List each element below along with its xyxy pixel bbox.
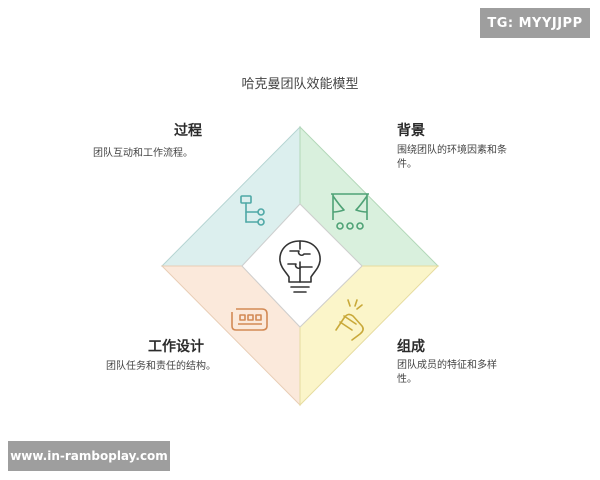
watermark-top: TG: MYYJJPP — [480, 8, 590, 38]
desc-background: 围绕团队的环境因素和条件。 — [397, 145, 507, 170]
heading-work-design: 工作设计 — [148, 339, 204, 355]
heading-composition: 组成 — [397, 339, 425, 355]
desc-process: 团队互动和工作流程。 — [93, 148, 193, 159]
flowchart-icon — [240, 195, 265, 226]
hands-icon — [335, 299, 364, 341]
conveyor-icon — [231, 308, 268, 331]
heading-background: 背景 — [397, 123, 425, 139]
stage-curtain-icon — [331, 193, 369, 230]
desc-work-design: 团队任务和责任的结构。 — [106, 361, 216, 372]
lightbulb-puzzle-icon — [279, 240, 321, 293]
watermark-bottom: www.in-ramboplay.com — [8, 441, 170, 471]
center-diamond — [241, 203, 363, 328]
diagram-title: 哈克曼团队效能模型 — [241, 77, 359, 92]
desc-composition: 团队成员的特征和多样性。 — [397, 360, 497, 385]
heading-process: 过程 — [174, 123, 202, 139]
